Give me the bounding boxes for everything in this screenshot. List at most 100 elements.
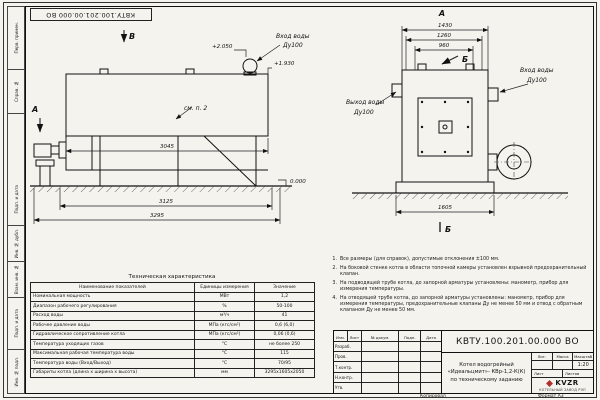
table-cell: 50-100	[254, 301, 315, 312]
role-row: Пров.	[334, 352, 441, 363]
table-cell: Температура воды (Вход/Выход)	[30, 358, 195, 369]
left-margin-strip: Перв. примен. Справ. № Подп. и дата Инв.…	[7, 6, 25, 394]
table-cell: м³/ч	[194, 310, 255, 321]
table-cell: мм	[194, 367, 255, 378]
side-dimension-lines	[33, 30, 287, 224]
role-row: Т.контр.	[334, 362, 441, 373]
boiler-side-outline	[33, 58, 269, 187]
lit-values-row: 1:20	[532, 361, 594, 370]
margin-label: Подп. и дата	[13, 309, 19, 338]
date-cell	[421, 373, 441, 383]
table-cell: Гидравлическое сопротивление котла	[30, 329, 195, 340]
section-label-b: Б	[445, 225, 451, 234]
header-cell: № докум.	[361, 331, 400, 342]
dim-label-1430: 1430	[438, 23, 452, 29]
note-text: На подводящей трубе котла, до запорной а…	[340, 280, 569, 292]
sign-cell	[399, 372, 422, 383]
name-cell	[361, 342, 400, 353]
company-cell: KVZR КОТЕЛЬНЫЙ ЗАВОД РЭП	[532, 378, 593, 393]
table-cell: Расход воды	[30, 310, 195, 321]
water-inlet-size: Ду100	[526, 77, 547, 84]
note-item: 2.На боковой стенке котла в области топо…	[328, 266, 588, 278]
fan-centerlines	[494, 142, 534, 182]
margin-label: Инв. № дубл.	[13, 228, 19, 259]
tech-table-title: Техническая характеристика	[128, 274, 216, 280]
section-label-a: А	[31, 105, 38, 114]
margin-cell: Перв. примен.	[7, 6, 25, 70]
document-code-text: КВТУ.100.201.00.000 ВО	[46, 10, 136, 19]
mass-label: Масса	[552, 353, 574, 361]
note-number: 3.	[332, 280, 337, 286]
copied-label: Копировал	[420, 394, 446, 399]
sheet-label: Лист	[532, 370, 563, 378]
elevation-label-mid: +1.930	[274, 61, 295, 67]
lit-label: Лит.	[532, 353, 553, 361]
margin-label: Справ. №	[13, 80, 19, 103]
table-cell: 0,06 (0,6)	[254, 329, 315, 340]
dim-label-1605: 1605	[438, 205, 452, 211]
role-row: Разраб.	[334, 342, 441, 353]
role-label: Т.контр.	[334, 362, 362, 373]
name-cell	[361, 372, 400, 383]
table-cell: МПа (кгс/см²)	[194, 329, 255, 340]
view-label-v: В	[129, 32, 135, 41]
scale-value: 1:20	[573, 361, 594, 370]
role-label: Н.контр.	[334, 372, 362, 383]
door-bolts	[420, 100, 470, 154]
sign-cell	[399, 362, 422, 373]
title-block-left: Изм. Лист № докум. Подп. Дата Разраб. Пр…	[334, 331, 442, 394]
name-cell	[361, 362, 400, 373]
margin-label: Подп. и дата	[13, 185, 19, 214]
col-header: Наименование показателей	[30, 282, 195, 293]
table-cell: 115	[254, 348, 315, 359]
title-block-info: Лит. Масса Масштаб 1:20 Лист Листов	[532, 353, 594, 393]
role-row: Н.контр.	[334, 372, 441, 383]
product-line: Котел водогрейный	[459, 362, 514, 369]
margin-cell: Инв. № дубл.	[7, 226, 25, 262]
title-block: Изм. Лист № докум. Подп. Дата Разраб. Пр…	[333, 330, 594, 394]
tech-characteristics: Техническая характеристика Наименование …	[30, 274, 315, 378]
date-cell	[421, 342, 441, 353]
name-cell	[362, 382, 400, 394]
side-view-drawing: В А Вход воды Ду100 +2.050 +1.930 0.000 …	[30, 30, 310, 224]
note-text: На отводящей трубе котла, до запорной ар…	[340, 295, 583, 314]
format-label: Формат А3	[538, 394, 564, 399]
water-inlet-size: Ду100	[282, 42, 303, 49]
logo-diamond-icon	[546, 379, 554, 387]
date-cell	[421, 383, 441, 393]
product-line: по техническому заданию	[450, 376, 523, 383]
view-label-a: А	[438, 9, 445, 18]
col-header: Значение	[254, 282, 315, 293]
document-code: КВТУ.100.201.00.000 ВО	[442, 331, 593, 353]
note-number: 2.	[332, 265, 337, 271]
dim-label-3045: 3045	[160, 144, 174, 150]
table-cell: МВт	[194, 291, 255, 302]
role-label: Утв.	[334, 382, 362, 394]
note-text: На боковой стенке котла в области топочн…	[340, 265, 587, 277]
table-cell: 70/95	[254, 358, 315, 369]
margin-label: Перв. примен.	[13, 22, 19, 54]
elevation-label-zero: 0.000	[290, 179, 306, 185]
date-cell	[421, 352, 441, 363]
revision-header-row: Изм. Лист № докум. Подп. Дата	[334, 331, 441, 342]
company-logo: KVZR	[546, 379, 578, 387]
header-cell: Дата	[421, 331, 441, 342]
role-label: Пров.	[334, 352, 362, 363]
table-cell: %	[194, 301, 255, 312]
product-line: «Идеальцмит»- КВр-1,2-К(К)	[447, 369, 526, 376]
table-cell: Номинальная мощность	[30, 291, 195, 302]
margin-cell: Подп. и дата	[7, 174, 25, 226]
table-row: Габариты котла (длина x ширина x высота)…	[30, 367, 315, 378]
note-number: 1.	[332, 257, 337, 262]
sign-cell	[399, 342, 422, 353]
header-cell: Изм.	[334, 331, 348, 342]
col-header: Единицы измерения	[194, 282, 255, 293]
inner-frame	[25, 6, 594, 394]
ground-line	[30, 185, 292, 192]
boiler-front-outline	[391, 63, 532, 194]
